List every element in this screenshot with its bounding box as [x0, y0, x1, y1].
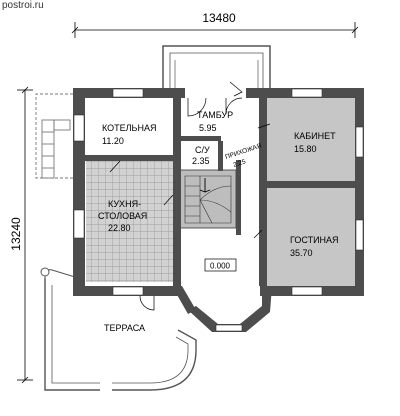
room-boiler-name: КОТЕЛЬНАЯ — [102, 123, 156, 133]
entry-porch — [162, 45, 271, 92]
room-study: КАБИНЕТ 15.80 — [294, 131, 336, 154]
room-vestibule-name: ТАМБУР — [197, 110, 233, 120]
room-vestibule: ТАМБУР 5.95 — [197, 110, 233, 133]
doors — [109, 81, 271, 311]
dimension-width — [71, 22, 359, 38]
dimension-height — [17, 86, 33, 384]
room-hall-area: 2.25 — [232, 158, 247, 169]
dimension-width-label: 13480 — [202, 11, 236, 25]
living-fill — [266, 188, 355, 288]
study-fill — [266, 97, 355, 181]
room-kitchen-area: 22.80 — [108, 223, 131, 233]
room-study-name: КАБИНЕТ — [294, 131, 336, 141]
level-mark: 0.000 — [204, 258, 237, 272]
room-wc-area: 2.35 — [192, 156, 210, 166]
room-boiler: КОТЕЛЬНАЯ 11.20 — [102, 123, 156, 146]
room-wc-name: С/У — [195, 145, 210, 155]
level-mark-text: 0.000 — [210, 262, 231, 271]
room-kitchen: КУХНЯ- СТОЛОВАЯ 22.80 — [98, 199, 147, 233]
dimension-height-label: 13240 — [9, 217, 23, 251]
terrace-outline — [40, 267, 197, 391]
room-terrace-name: ТЕРРАСА — [104, 323, 145, 333]
watermark: postroi.ru — [2, 0, 44, 11]
staircase — [179, 169, 237, 229]
room-kitchen-name-2: СТОЛОВАЯ — [98, 211, 147, 221]
room-study-area: 15.80 — [294, 144, 317, 154]
side-steps — [35, 93, 73, 179]
room-vestibule-area: 5.95 — [199, 123, 217, 133]
room-living-name: ГОСТИНАЯ — [290, 235, 339, 245]
room-living-area: 35.70 — [290, 248, 313, 258]
room-boiler-area: 11.20 — [102, 136, 124, 146]
windows — [73, 88, 364, 332]
room-hall: ПРИХОЖАЯ 2.25 — [224, 142, 262, 168]
room-living: ГОСТИНАЯ 35.70 — [290, 235, 339, 258]
room-kitchen-name-1: КУХНЯ- — [108, 199, 141, 209]
kitchen-floor-tiles — [86, 160, 173, 282]
room-wc: С/У 2.35 — [192, 145, 210, 166]
